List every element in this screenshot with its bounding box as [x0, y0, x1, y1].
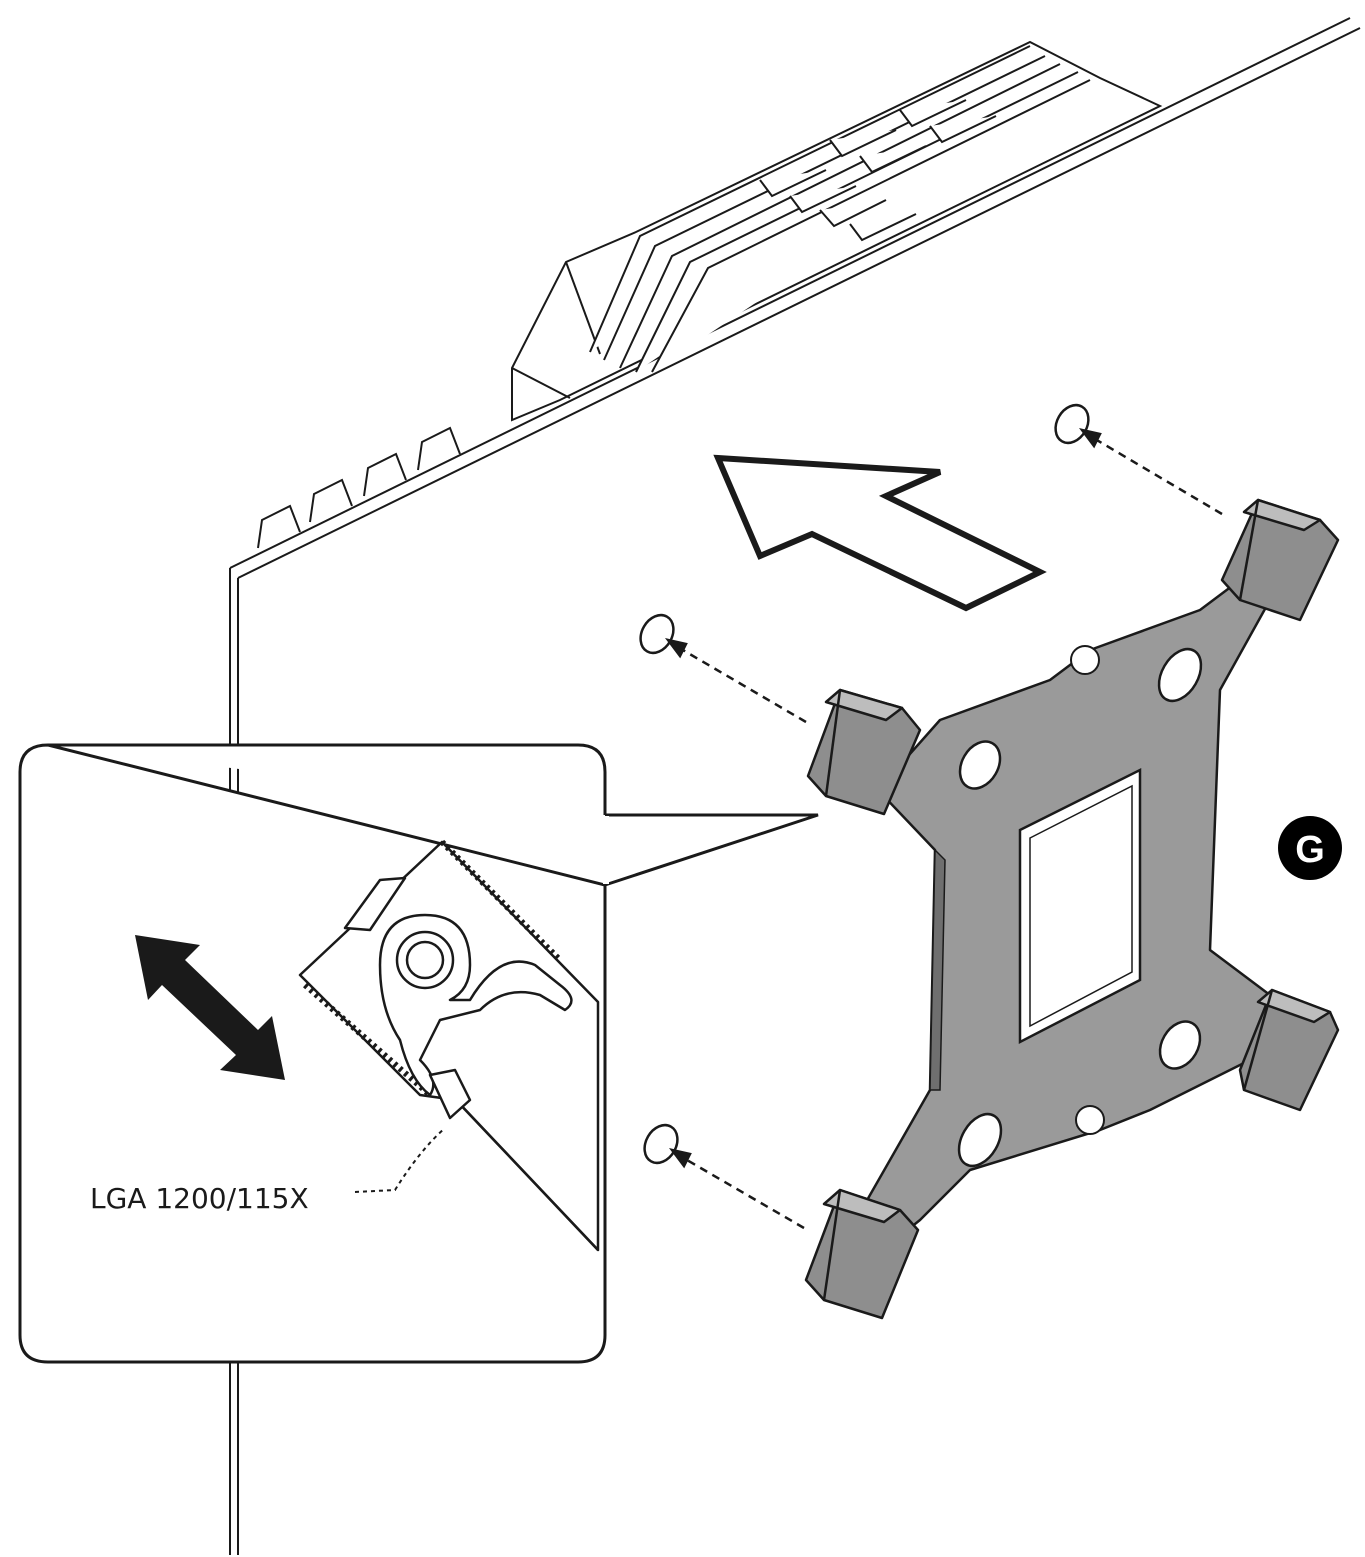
slide-arrow-icon: [135, 935, 285, 1080]
standoff-nuts: [804, 498, 1340, 1320]
backplate-bracket: [848, 578, 1292, 1262]
step-label: G: [1295, 829, 1325, 871]
screw-guides: [639, 403, 1223, 1230]
nut-bottom-left: [804, 1188, 920, 1320]
nut-bottom-right: [1238, 988, 1340, 1112]
screw-hole-top-right: [1054, 403, 1090, 445]
motherboard: [229, 17, 1361, 1555]
direction-arrow-icon: [713, 454, 1047, 612]
socket-label: LGA 1200/115X: [90, 1182, 309, 1215]
screw-hole-bottom-left: [643, 1123, 679, 1165]
zoomed-nut: [298, 839, 600, 1252]
edge-ports: [257, 426, 461, 549]
io-shroud: [511, 40, 1163, 422]
screw-hole-top-left: [639, 613, 675, 655]
nut-top-left: [806, 688, 922, 816]
nut-top-right: [1220, 498, 1340, 622]
step-badge: G: [1278, 816, 1342, 880]
zoom-callout: LGA 1200/115X: [18, 743, 819, 1364]
